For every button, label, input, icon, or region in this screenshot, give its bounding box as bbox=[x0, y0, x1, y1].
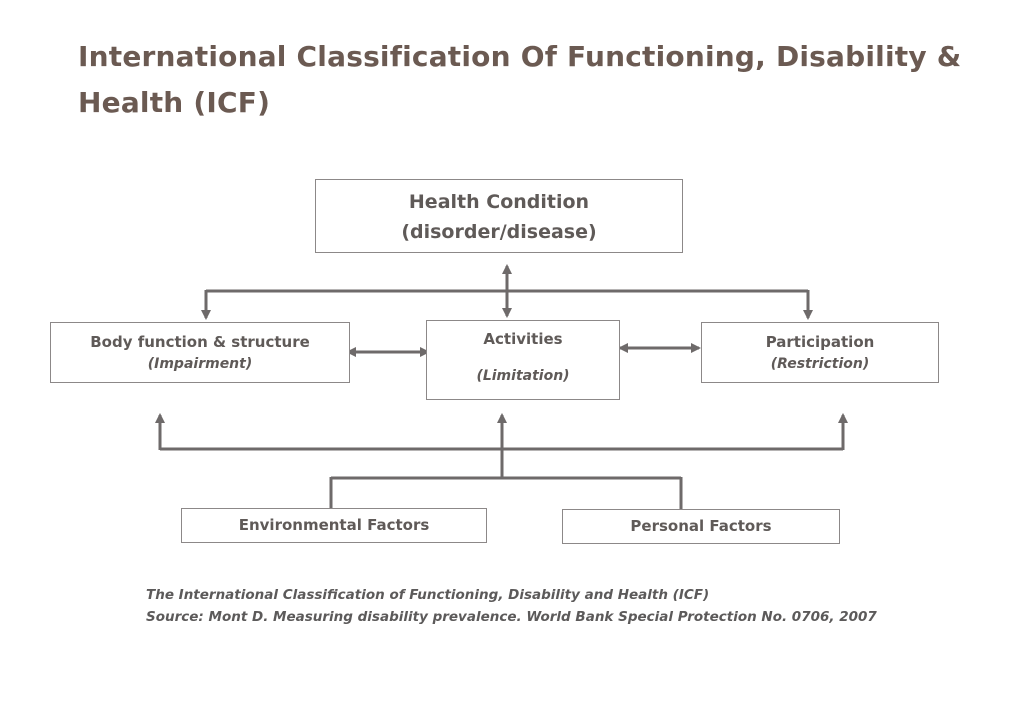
personal-factors-label: Personal Factors bbox=[630, 517, 772, 535]
page-title: International Classification Of Function… bbox=[78, 40, 962, 119]
health-condition-box: Health Condition (disorder/disease) bbox=[315, 179, 683, 253]
personal-factors-box: Personal Factors bbox=[562, 509, 840, 544]
activities-box: Activities (Limitation) bbox=[426, 320, 620, 400]
participation-box: Participation (Restriction) bbox=[701, 322, 939, 383]
body-function-label: Body function & structure bbox=[90, 333, 310, 351]
environmental-factors-label: Environmental Factors bbox=[238, 516, 430, 534]
participation-label: Participation bbox=[765, 333, 875, 351]
activities-sub: (Limitation) bbox=[476, 368, 570, 384]
body-function-box: Body function & structure (Impairment) bbox=[50, 322, 350, 383]
health-condition-label: Health Condition bbox=[408, 191, 590, 213]
caption-source: Source: Mont D. Measuring disability pre… bbox=[146, 609, 877, 625]
body-function-sub: (Impairment) bbox=[147, 356, 253, 372]
environmental-factors-box: Environmental Factors bbox=[181, 508, 487, 543]
participation-sub: (Restriction) bbox=[770, 356, 870, 372]
health-condition-sub: (disorder/disease) bbox=[401, 221, 597, 243]
figure-caption: The International Classification of Func… bbox=[146, 584, 966, 628]
activities-label: Activities bbox=[483, 330, 563, 348]
caption-line-1: The International Classification of Func… bbox=[146, 587, 710, 603]
